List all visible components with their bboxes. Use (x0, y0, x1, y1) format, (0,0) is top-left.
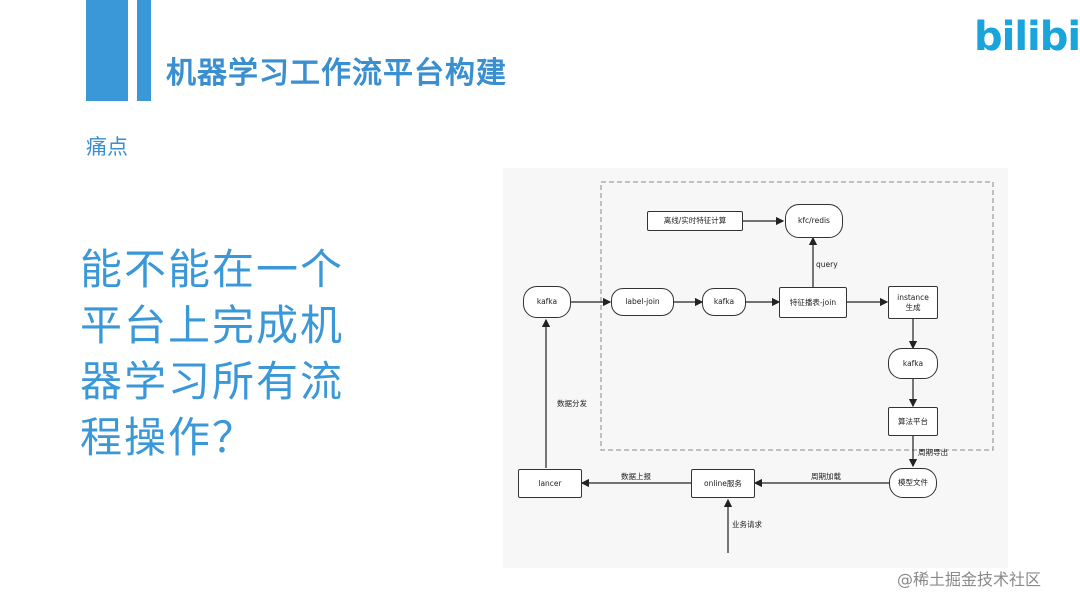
key-question: 能不能在一个平台上完成机器学习所有流程操作？ (80, 245, 345, 462)
label-query: query (816, 260, 838, 269)
node-lancer: lancer (518, 469, 582, 498)
node-kfc-redis: kfc/redis (785, 204, 843, 238)
label-business-request: 业务请求 (732, 520, 762, 529)
platform-boundary (600, 181, 994, 451)
bilibili-logo: bilibili (974, 14, 1080, 60)
node-feature-join: 特征播表-join (779, 287, 847, 318)
node-offline-feature: 离线/实时特征计算 (647, 211, 743, 231)
workflow-diagram: 离线/实时特征计算 kfc/redis kafka label-join kaf… (503, 168, 1008, 568)
label-data-dispatch: 数据分发 (557, 399, 587, 408)
label-periodic-load: 周期加载 (811, 472, 841, 481)
diagram-connectors (541, 181, 994, 553)
section-subtitle: 痛点 (86, 135, 128, 159)
page-title: 机器学习工作流平台构建 (166, 56, 507, 91)
label-data-report: 数据上报 (621, 472, 651, 481)
node-kafka-left: kafka (523, 286, 571, 318)
node-algo-platform: 算法平台 (888, 407, 938, 436)
header-accent-bar-wide (86, 0, 128, 101)
node-model-file: 模型文件 (889, 468, 937, 498)
node-instance-gen: instance 生成 (888, 286, 938, 319)
node-label-join: label-join (611, 288, 674, 316)
label-periodic-export: 周期导出 (918, 448, 948, 457)
header-accent-bar-narrow (137, 0, 151, 101)
node-kafka-mid: kafka (702, 288, 746, 316)
watermark: @稀土掘金技术社区 (897, 570, 1042, 589)
node-kafka-right: kafka (888, 348, 938, 379)
node-online-service: online服务 (691, 469, 755, 498)
